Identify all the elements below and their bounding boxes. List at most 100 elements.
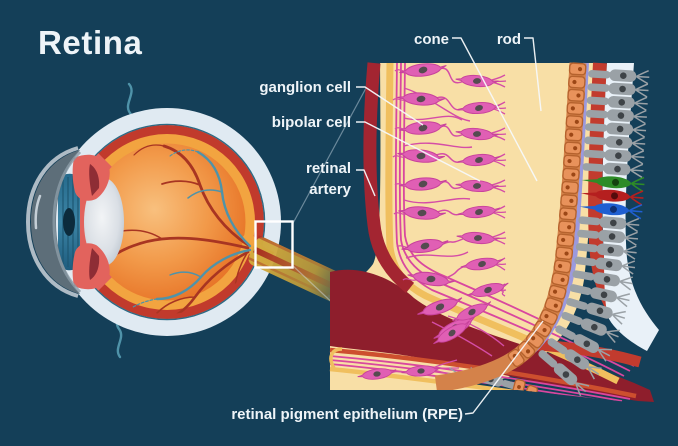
label-leader-lines (356, 37, 544, 415)
vitreous-body (88, 143, 246, 301)
lens (84, 178, 124, 266)
bipolar-cell (457, 205, 501, 219)
bipolar-cell (455, 180, 499, 192)
ciliary-muscle-bottom (89, 248, 100, 280)
rod-cell (585, 109, 647, 125)
rod-cell (561, 311, 621, 343)
retinal-artery-label-line1: retinal (305, 160, 351, 177)
ganglion-leader-line (356, 86, 424, 126)
bipolar-cell (433, 320, 470, 345)
rpe-cell (566, 101, 585, 116)
retina-layers-panel (329, 62, 659, 406)
rpe-cell (517, 340, 536, 359)
retina-neurons (397, 63, 509, 345)
bipolar-cell (357, 368, 397, 380)
ganglion-cell-label: ganglion cell (259, 79, 351, 96)
rpe-leader-line (464, 320, 544, 415)
bipolar-leader-line (356, 121, 481, 182)
cone-cell (581, 176, 645, 193)
rpe-cell (512, 378, 526, 396)
rod-cell (572, 270, 633, 291)
retinal-artery-label: retinal artery (306, 158, 351, 200)
cornea-rim (25, 146, 79, 298)
bipolar-cell (401, 365, 441, 377)
rpe-cell (555, 246, 574, 261)
bipolar-cell-label: bipolar cell (271, 114, 351, 131)
magnifier-square (254, 220, 294, 269)
rpe-cell-column (434, 62, 587, 393)
ganglion-cell (407, 271, 455, 287)
rpe-cell (561, 180, 579, 195)
cone-cell (579, 203, 643, 220)
rpe-cell (565, 115, 584, 129)
cone-leader-line (452, 37, 538, 182)
rod-cell (588, 69, 650, 85)
retinal-artery-strip (363, 62, 415, 294)
rpe-cell (548, 284, 567, 300)
rod-cell (583, 149, 645, 165)
photoreceptor-rods (538, 69, 650, 397)
rod-cell (566, 298, 626, 325)
rpe-cell (560, 194, 578, 208)
eye-diagram (25, 63, 385, 359)
rpe-cell (544, 297, 563, 313)
bipolar-cell (457, 102, 501, 114)
ganglion-cell (397, 149, 445, 163)
rpe-cell (563, 154, 581, 168)
rpe-cell (568, 75, 586, 89)
retinal-blood-vessels (91, 144, 252, 314)
rpe-cell (525, 331, 545, 349)
ganglion-cell (399, 121, 447, 135)
rpe-cell (567, 88, 585, 102)
ganglion-cell (401, 239, 449, 253)
rod-cell (538, 350, 590, 397)
rpe-cell (557, 220, 576, 234)
rpe-cell (564, 128, 583, 142)
artery-leader-line (356, 169, 376, 197)
cornea-highlight (34, 194, 42, 230)
bipolar-cell (452, 301, 492, 322)
rod-cell (582, 162, 644, 178)
rpe-cell (562, 167, 580, 181)
bipolar-cell (457, 153, 501, 167)
bipolar-cell (456, 231, 500, 245)
ganglion-cell (399, 63, 447, 77)
rpe-cell (533, 320, 552, 338)
bipolar-cell (467, 282, 509, 297)
rpe-cell (568, 62, 587, 76)
rod-cell (575, 243, 637, 260)
rod-cell (547, 338, 602, 380)
rod-cell (587, 82, 649, 98)
rod-cell (569, 284, 631, 308)
ganglion-cell (399, 177, 447, 191)
ciliary-muscle-top (89, 164, 100, 196)
bipolar-cell (455, 127, 499, 141)
bipolar-cell (460, 257, 504, 271)
rpe-cell (563, 141, 582, 155)
ganglion-cell (417, 297, 463, 316)
rpe-cell (539, 309, 558, 326)
rod-cell (585, 122, 647, 138)
rpe-cell (507, 348, 525, 368)
rpe-label: retinal pigment epithelium (RPE) (231, 406, 463, 423)
rpe-cell (556, 233, 575, 247)
rpe-cell (559, 207, 577, 221)
pupil (63, 208, 75, 236)
rod-cell (574, 256, 636, 275)
bipolar-cell (455, 74, 499, 88)
rpe-cell (551, 272, 570, 287)
cone-cell (580, 189, 644, 206)
cornea-inner-sheen (52, 150, 82, 294)
ganglion-cell (398, 206, 446, 220)
rpe-cell (523, 384, 539, 402)
rod-cell (577, 229, 639, 246)
page-title: Retina (38, 24, 143, 61)
rod-cell (578, 216, 640, 233)
rod-leader-line (524, 37, 542, 112)
rod-label: rod (496, 31, 521, 48)
retinal-artery-label-line2: artery (309, 181, 351, 198)
rpe-cell (553, 259, 572, 274)
rod-cell (586, 95, 648, 111)
